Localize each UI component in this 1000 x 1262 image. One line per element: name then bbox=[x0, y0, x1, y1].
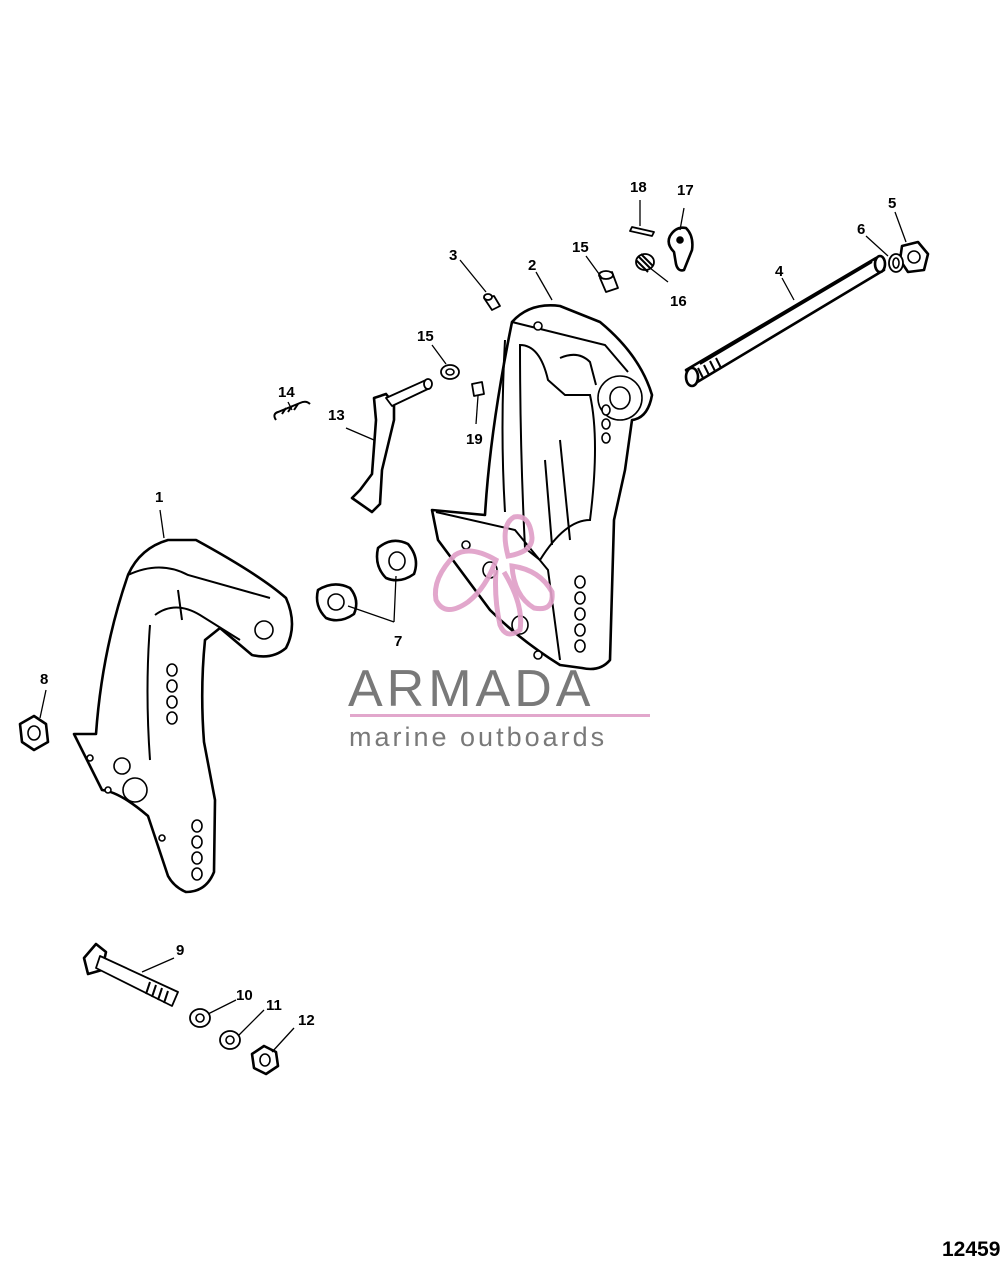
part-6-washer bbox=[888, 253, 904, 273]
callout-11: 11 bbox=[266, 997, 282, 1014]
armada-watermark: ARMADA marine outboards bbox=[348, 514, 650, 752]
part-4-tilt-tube bbox=[684, 254, 887, 388]
callout-19: 19 bbox=[466, 431, 483, 448]
leader-lines bbox=[39, 200, 907, 1053]
part-15-bushing-upper bbox=[598, 270, 619, 293]
watermark-brand: ARMADA bbox=[348, 660, 594, 718]
part-8-nut bbox=[18, 714, 50, 752]
callout-15-upper: 15 bbox=[572, 239, 589, 256]
callout-18: 18 bbox=[630, 179, 647, 196]
callout-5: 5 bbox=[888, 195, 896, 212]
part-12-nut bbox=[250, 1044, 280, 1076]
callout-10: 10 bbox=[236, 987, 253, 1004]
part-4-thread bbox=[697, 357, 722, 379]
part-5-nut bbox=[898, 240, 930, 274]
part-2-clamp-bracket-right bbox=[430, 304, 654, 671]
callout-labels: 1 2 3 4 5 6 7 8 9 10 11 12 13 14 15 15 1… bbox=[40, 179, 896, 1029]
part-13-tilt-support-lever bbox=[350, 378, 433, 514]
part-10-washer bbox=[189, 1008, 211, 1028]
callout-14: 14 bbox=[278, 384, 295, 401]
part-15-bushing-lower bbox=[440, 364, 460, 380]
callout-9: 9 bbox=[176, 942, 184, 959]
drawing-number: 12459 bbox=[942, 1238, 1000, 1261]
watermark-underline bbox=[350, 714, 650, 717]
callout-7: 7 bbox=[394, 633, 402, 650]
watermark-tagline: marine outboards bbox=[349, 722, 607, 752]
callout-12: 12 bbox=[298, 1012, 315, 1029]
part-19-small-bushing bbox=[471, 381, 485, 397]
callout-15-lower: 15 bbox=[417, 328, 434, 345]
part-3-grease-fitting bbox=[483, 293, 501, 311]
part-17-lock-lever bbox=[667, 226, 694, 272]
callout-4: 4 bbox=[775, 263, 784, 280]
callout-6: 6 bbox=[857, 221, 865, 238]
part-11-lock-washer bbox=[219, 1030, 241, 1050]
callout-13: 13 bbox=[328, 407, 345, 424]
callout-1: 1 bbox=[155, 489, 163, 506]
part-1-clamp-bracket-left bbox=[72, 538, 294, 894]
callout-3: 3 bbox=[449, 247, 457, 264]
callout-17: 17 bbox=[677, 182, 694, 199]
callout-16: 16 bbox=[670, 293, 687, 310]
part-7-washers bbox=[315, 539, 418, 622]
part-9-bolt bbox=[82, 942, 179, 1007]
part-1-adjustment-holes bbox=[86, 663, 203, 881]
part-16-spring bbox=[635, 253, 655, 273]
callout-8: 8 bbox=[40, 671, 48, 688]
callout-2: 2 bbox=[528, 257, 536, 274]
part-18-pin bbox=[629, 226, 655, 237]
part-14-spring bbox=[273, 400, 311, 421]
propeller-logo bbox=[432, 514, 555, 637]
